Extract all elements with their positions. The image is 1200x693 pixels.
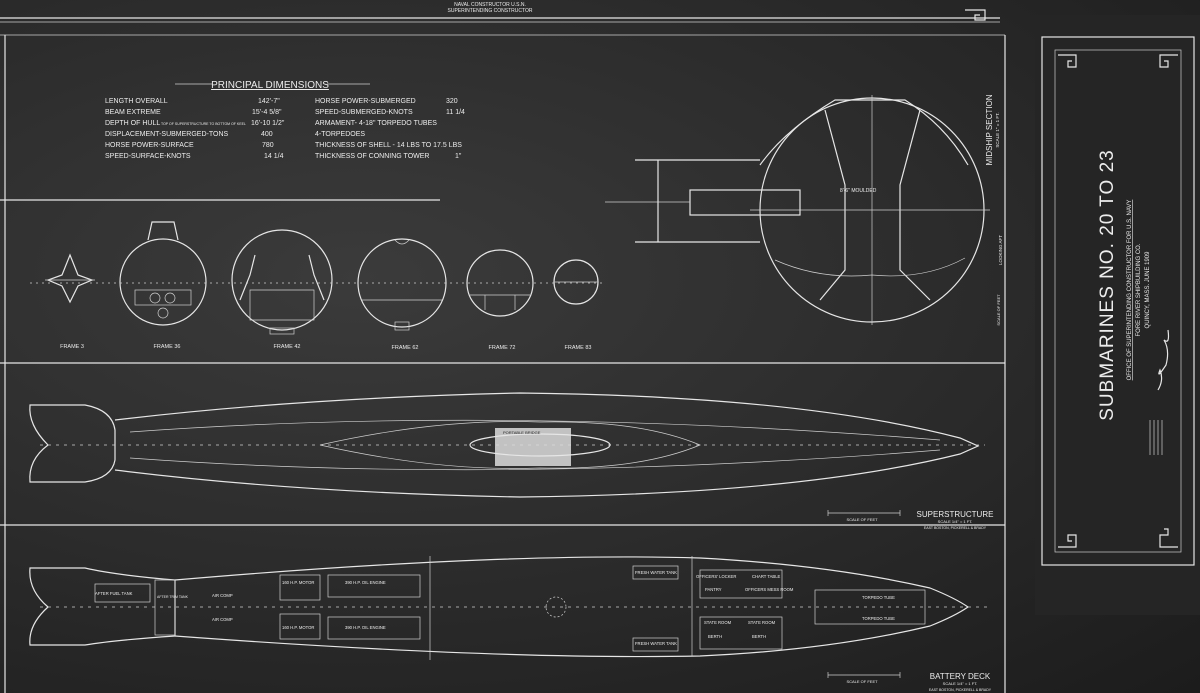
room-label: CHART TABLE <box>752 574 781 579</box>
frame-42-section <box>231 229 333 335</box>
room-label: OFFICERS MESS ROOM <box>745 587 794 592</box>
portable-bridge-label: PORTABLE BRIDGE <box>503 430 541 435</box>
dimensions-title: PRINCIPAL DIMENSIONS <box>211 80 329 91</box>
frame-3-section <box>45 253 95 304</box>
header-line-2: SUPERINTENDING CONSTRUCTOR <box>448 8 533 14</box>
battery-deck-plan: AFTER FUEL TANK AFTER TRIM TANK AIR COMP… <box>29 556 992 692</box>
room-label: TORPEDO TUBE <box>862 616 895 621</box>
yard-line: FORE RIVER SHIPBUILDING CO. <box>1136 243 1142 336</box>
battery-deck-scale-bar: SCALE OF FEET <box>827 672 901 684</box>
dim-value: 780 <box>262 142 274 149</box>
title-block: SUBMARINES NO. 20 TO 23 OFFICE OF SUPERI… <box>1035 15 1200 615</box>
dim-value: 15'-4 5/8" <box>252 109 282 116</box>
dim-label: ARMAMENT- 4-18" TORPEDO TUBES <box>315 120 437 127</box>
frame-label: FRAME 62 <box>392 345 419 351</box>
dim-label: BEAM EXTREME <box>105 109 161 116</box>
dim-label: THICKNESS OF CONNING TOWER <box>315 153 429 160</box>
battery-deck-title: BATTERY DECK <box>930 672 991 681</box>
room-label: 390 H.P. OIL ENGINE <box>345 625 386 630</box>
dim-value: 320 <box>446 98 458 105</box>
dim-label: DISPLACEMENT-SUBMERGED-TONS <box>105 131 228 138</box>
room-label: STATE ROOM <box>748 620 776 625</box>
dim-note: TOP OF SUPERSTRUCTURE TO BOTTOM OF KEEL <box>161 122 246 126</box>
frame-label: FRAME 72 <box>489 345 516 351</box>
frame-label: FRAME 83 <box>565 345 592 351</box>
office-line: OFFICE OF SUPERINTENDING CONSTRUCTOR FOR… <box>1127 200 1133 381</box>
room-label: PANTRY <box>705 587 722 592</box>
dim-value: 11 1/4 <box>446 109 465 116</box>
sheet-border <box>0 9 1006 693</box>
frame-sections: FRAME 3 FRAME 36 FRAME 42 FRAME 62 FRAME… <box>30 221 605 351</box>
principal-dimensions-table: PRINCIPAL DIMENSIONS LENGTH OVERALL 142'… <box>105 80 465 160</box>
frame-36-section <box>119 221 207 326</box>
battery-deck-scale-label: SCALE OF FEET <box>846 679 878 684</box>
superstructure-scale: SCALE 1/4" = 1 FT. <box>938 519 973 524</box>
room-label: FRESH WATER TANK <box>635 570 677 575</box>
frame-label: FRAME 3 <box>60 344 84 350</box>
frame-label: FRAME 36 <box>154 344 181 350</box>
dim-label: THICKNESS OF SHELL - 14 LBS TO 17.5 LBS <box>315 142 462 149</box>
midship-scale-label: SCALE OF FEET <box>996 294 1001 326</box>
frame-72-section <box>466 249 534 317</box>
dim-label: SPEED-SUBMERGED-KNOTS <box>315 109 413 116</box>
battery-deck-builder: EAST BOSTON, PICKERELL & BRADY <box>929 688 992 692</box>
dim-label: SPEED-SURFACE-KNOTS <box>105 153 191 160</box>
room-label: AIR COMP <box>212 617 233 622</box>
frame-83-section <box>553 259 599 305</box>
room-label: AFTER TRIM TANK <box>157 595 189 599</box>
room-label: BERTH <box>752 634 766 639</box>
signature <box>1157 329 1170 391</box>
midship-section: 8'-6" MOULDED MIDSHIP SECTION SCALE 1" =… <box>605 94 1003 326</box>
superstructure-builder: EAST BOSTON, PICKERELL & BRADY <box>924 526 987 530</box>
dim-label: HORSE POWER-SUBMERGED <box>315 98 416 105</box>
dim-label: HORSE POWER-SURFACE <box>105 142 194 149</box>
midship-title: MIDSHIP SECTION <box>985 94 994 165</box>
frame-label: FRAME 42 <box>274 344 301 350</box>
stamp-lines <box>1149 420 1163 455</box>
room-label: TORPEDO TUBE <box>862 595 895 600</box>
room-label: 160 H.P. MOTOR <box>282 580 314 585</box>
dim-value: 142'-7" <box>258 98 280 105</box>
room-label: STATE ROOM <box>704 620 732 625</box>
dim-label: 4-TORPEDOES <box>315 131 365 138</box>
room-label: OFFICERS' LOCKER <box>696 574 736 579</box>
superstructure-scale-label: SCALE OF FEET <box>846 517 878 522</box>
superstructure-title: SUPERSTRUCTURE <box>917 510 994 519</box>
place-date-line: QUINCY, MASS. JUNE 1909 <box>1145 251 1151 329</box>
room-label: BERTH <box>708 634 722 639</box>
midship-scale: SCALE 1" = 1 FT. <box>995 112 1000 147</box>
moulded-dimension: 8'-6" MOULDED <box>840 188 877 194</box>
dim-value: 14 1/4 <box>264 153 284 160</box>
looking-aft-label: LOOKING AFT <box>998 235 1003 265</box>
room-label: 390 H.P. OIL ENGINE <box>345 580 386 585</box>
dim-value: 16'-10 1/2" <box>251 120 285 127</box>
room-label: AIR COMP <box>212 593 233 598</box>
frame-62-section <box>357 238 447 331</box>
drawing-title: SUBMARINES NO. 20 TO 23 <box>1097 149 1118 421</box>
dim-value: 1" <box>455 153 462 160</box>
header-line-1: NAVAL CONSTRUCTOR U.S.N. <box>454 2 526 8</box>
battery-deck-scale: SCALE 1/4" = 1 FT. <box>943 681 978 686</box>
superstructure-plan: PORTABLE BRIDGE SCALE OF FEET SUPERSTRUC… <box>29 392 994 530</box>
room-label: 160 H.P. MOTOR <box>282 625 314 630</box>
room-label: AFTER FUEL TANK <box>95 591 133 596</box>
superstructure-scale-bar: SCALE OF FEET <box>827 510 901 522</box>
dim-label: LENGTH OVERALL <box>105 98 168 105</box>
dim-value: 400 <box>261 131 273 138</box>
dim-label: DEPTH OF HULL <box>105 120 160 127</box>
room-label: FRESH WATER TANK <box>635 641 677 646</box>
